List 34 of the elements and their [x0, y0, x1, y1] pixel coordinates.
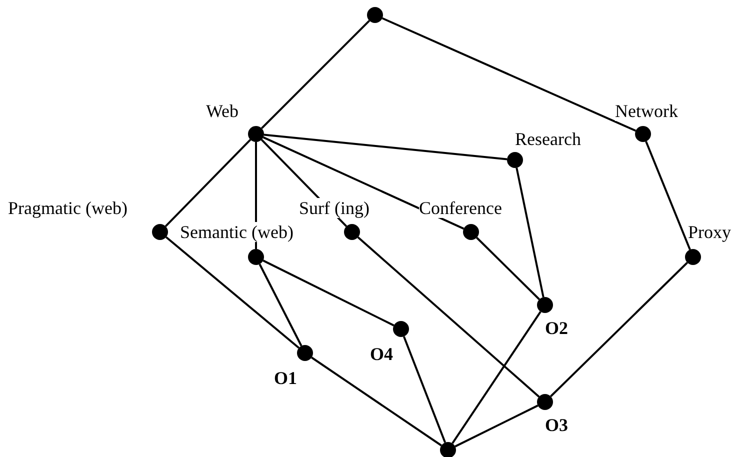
connector-line: [516, 168, 544, 298]
node-dot: [685, 249, 701, 265]
connector-line: [311, 356, 442, 446]
node-dot: [297, 345, 313, 361]
node-dot: [537, 297, 553, 313]
node-dot: [537, 394, 553, 410]
connector-line: [382, 17, 636, 132]
connector-line: [258, 264, 302, 346]
node-dot: [248, 126, 264, 142]
node-dot: [367, 7, 383, 23]
connector-line: [262, 136, 464, 230]
connector-line: [452, 311, 542, 444]
connector-line: [402, 336, 446, 443]
node-dot: [635, 126, 651, 142]
node-dot: [440, 442, 456, 457]
connector-line: [166, 236, 300, 349]
node-dot: [393, 321, 409, 337]
node-dot: [248, 249, 264, 265]
connector-line: [357, 236, 540, 398]
node-dot: [507, 152, 523, 168]
node-dot: [152, 224, 168, 240]
connector-line: [454, 404, 538, 448]
node-label: Conference: [419, 198, 502, 218]
connector-line: [645, 141, 691, 250]
node-label: Surf (ing): [299, 198, 370, 218]
connector-line: [476, 236, 540, 300]
connector-line: [262, 260, 394, 326]
node-dot: [344, 224, 360, 240]
connector-line: [550, 262, 688, 398]
connector-line: [264, 134, 508, 160]
connector-line: [260, 20, 370, 130]
connector-line: [164, 139, 252, 227]
node-label: Semantic (web): [180, 222, 294, 242]
node-dot: [463, 224, 479, 240]
